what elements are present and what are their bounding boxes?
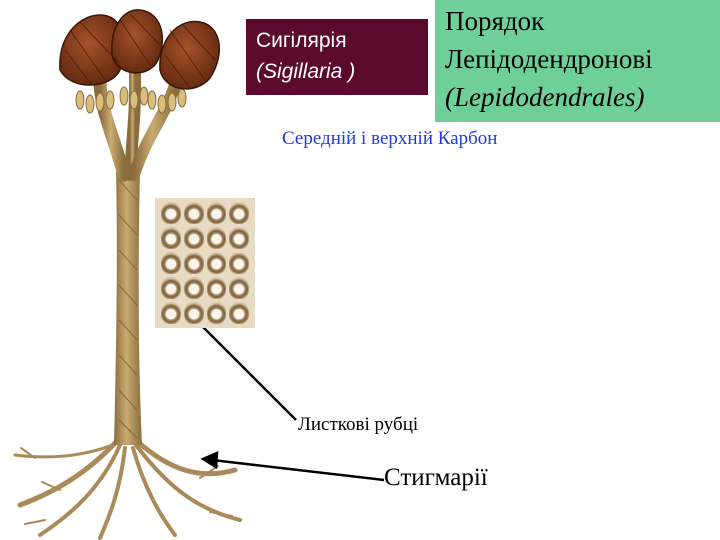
order-title-box: Порядок Лепідодендронові (Lepidodendrale… (435, 0, 720, 122)
fertile-shoots (75, 86, 187, 114)
trunk (114, 170, 142, 445)
roots (13, 437, 242, 540)
leaf-scars-label: Листкові рубці (298, 414, 419, 435)
leaf-scars-closeup (155, 198, 255, 328)
leaf-crowns (59, 9, 220, 90)
leaf-crown-texture (64, 13, 216, 89)
genus-latin-name: (Sigillaria ) (256, 60, 356, 83)
leader-lines (179, 302, 385, 482)
order-latin-name: (Lepidodendrales) (445, 82, 645, 112)
period-label: Середній і верхній Карбон (282, 128, 498, 149)
branches (93, 69, 181, 182)
genus-title-box: Сигілярія (Sigillaria ) (246, 19, 428, 95)
genus-name: Сигілярія (256, 29, 347, 52)
stigmaria-label: Стигмарії (384, 464, 488, 491)
order-name: Лепідодендронові (445, 44, 653, 74)
order-heading: Порядок (445, 6, 545, 36)
